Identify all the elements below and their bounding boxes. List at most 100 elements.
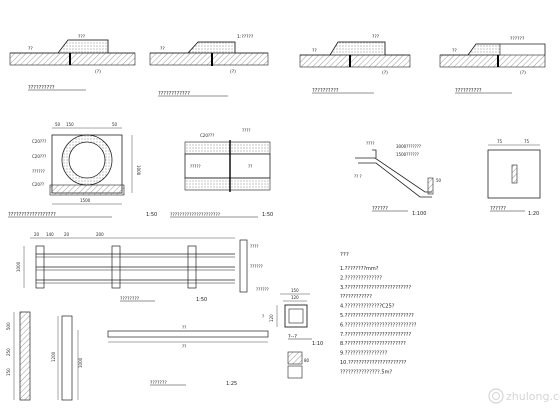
pipe-section-scale: 1:50 (146, 212, 157, 218)
svg-text:????: ???? (366, 141, 375, 146)
svg-text:80: 80 (304, 358, 310, 363)
svg-text:20: 20 (34, 232, 40, 237)
svg-text:???: ??? (372, 34, 380, 40)
note-line: 10.?????????????????????? (340, 360, 407, 366)
svg-text:(?): (?) (520, 70, 526, 76)
svg-text:(?): (?) (382, 70, 388, 76)
svg-text:1500??????: 1500?????? (396, 152, 419, 157)
curb-section (57, 39, 109, 54)
base-layer (9, 52, 136, 66)
detail-1-caption: ?????????? (28, 85, 55, 91)
svg-text:C20??: C20?? (32, 182, 44, 187)
slope-detail: ???? 3000??????? 1500?????? ?? ? 50 ????… (354, 141, 442, 217)
svg-text:150: 150 (291, 288, 299, 293)
longitudinal-scale: 1:50 (262, 212, 273, 218)
small-box-detail: 75 75 ?????? 1:20 (487, 139, 541, 217)
watermark: zhulong.com (488, 388, 560, 404)
svg-text:1500: 1500 (80, 198, 91, 203)
svg-text:??: ?? (182, 344, 186, 349)
rail-bar (107, 330, 269, 338)
svg-text:(?): (?) (230, 69, 236, 75)
svg-text:1200: 1200 (51, 351, 56, 362)
svg-text:??????: ?????? (256, 287, 269, 292)
pipe-section-title: ?????????????????? (8, 212, 56, 218)
svg-text:??: ?? (312, 48, 317, 54)
svg-text:????: ???? (242, 128, 251, 133)
small-box-scale: 1:20 (528, 211, 539, 217)
svg-text:1:?????: 1:????? (237, 34, 254, 40)
detail-2-caption: ???????????? (158, 91, 190, 97)
svg-text:C20???: C20??? (200, 133, 214, 138)
note-line: 7.????????????????????????? (340, 332, 411, 338)
note-line: 3.????????????????????????? (340, 285, 411, 291)
svg-text:50: 50 (436, 178, 442, 183)
detail-3-caption: ?????????? (312, 88, 339, 94)
svg-text:?: ? (262, 314, 264, 319)
svg-text:150: 150 (66, 122, 74, 127)
note-line: ???????????? (340, 294, 372, 300)
svg-text:??: ?? (452, 48, 457, 54)
detail-2: ?? 1:????? (?) ???????????? (149, 34, 269, 97)
slope-detail-scale: 1:100 (412, 211, 426, 217)
post-scale: 1:25 (226, 381, 237, 387)
note-line: 2.?????????????? (340, 275, 382, 281)
small-box-title: ?????? (490, 206, 506, 212)
note-line: 8.??????????????????????? (340, 341, 406, 347)
fence-scale: 1:50 (196, 297, 207, 303)
svg-text:75: 75 (524, 139, 530, 144)
pipe-cross-section: 50 150 50 1000 1500 C20??? C20??? ??????… (8, 122, 157, 218)
svg-text:200: 200 (96, 232, 104, 237)
svg-text:120: 120 (291, 295, 299, 300)
post-elevation: 500 250 150 1200 1000 ?? ?? ??????? 1:25 (6, 311, 269, 401)
svg-text:????: ???? (250, 244, 259, 249)
note-line: 6.??????????????????????????? (340, 322, 417, 328)
detail-4-caption: ?????????? (455, 88, 482, 94)
svg-text:150: 150 (6, 368, 11, 376)
svg-text:??????: ?????? (250, 264, 263, 269)
post-outline (61, 315, 73, 401)
section-box-scale: 1:10 (312, 341, 323, 347)
svg-text:C20???: C20??? (32, 139, 46, 144)
svg-text:?? ?: ?? ? (354, 174, 362, 179)
svg-text:?????: ????? (190, 164, 201, 169)
pipe-run (184, 153, 271, 179)
section-box: 150 120 120 ? ?--? 1:10 80 (262, 288, 323, 379)
svg-text:50: 50 (55, 122, 61, 127)
svg-text:???: ??? (78, 34, 86, 40)
notes-heading: ??? (340, 252, 349, 258)
svg-text:??: ?? (160, 46, 165, 52)
detail-4: ?? ?????? (?) ?????????? (439, 36, 546, 94)
fence-title: ???????? (120, 296, 140, 302)
post-title: ??????? (150, 380, 167, 386)
svg-text:1000: 1000 (136, 165, 141, 176)
svg-text:120: 120 (269, 314, 274, 322)
svg-text:??????: ?????? (32, 169, 45, 174)
longitudinal-title: ????????????????????? (170, 212, 221, 218)
note-line: 5.?????????????????????????? (340, 313, 414, 319)
fence-elevation: 20 140 20 200 1000 ???? ?????? ?????? ??… (16, 232, 269, 303)
svg-text:1000: 1000 (16, 261, 21, 272)
note-line: 9.???????????????? (340, 351, 388, 357)
svg-text:3000???????: 3000??????? (396, 144, 421, 149)
svg-text:75: 75 (497, 139, 503, 144)
svg-text:1000: 1000 (78, 357, 83, 368)
svg-text:??: ?? (28, 46, 33, 52)
svg-text:50: 50 (112, 122, 118, 127)
pipe-foundation (49, 184, 125, 196)
svg-text:20: 20 (64, 232, 70, 237)
svg-text:??: ?? (248, 164, 252, 169)
detail-3: ?? ??? (?) ?????????? (299, 34, 411, 94)
slope-detail-title: ?????? (372, 206, 388, 212)
svg-text:??: ?? (182, 325, 186, 330)
svg-text:??????: ?????? (510, 36, 525, 42)
pipe-bore (68, 141, 106, 179)
detail-1: ?? ??? (?) ?????????? (9, 34, 136, 91)
svg-text:500: 500 (6, 322, 11, 330)
svg-text:140: 140 (46, 232, 54, 237)
watermark-text: zhulong.com (506, 390, 560, 403)
svg-text:250: 250 (6, 348, 11, 356)
note-line: ???????????????.5m? (340, 369, 392, 375)
section-box-title: ?--? (288, 334, 297, 340)
post-hatched (19, 311, 31, 401)
